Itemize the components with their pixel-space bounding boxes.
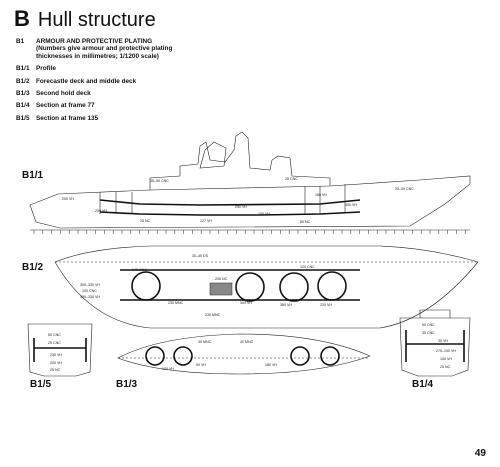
citadel-line <box>120 269 360 301</box>
legend-item: B1/5 Section at frame 135 <box>16 115 226 122</box>
section-header: B Hull structure <box>14 6 156 32</box>
section135-label: 230 VH <box>50 353 62 357</box>
section-77-view: 50 CNC 35 CNC 35 VH 270–100 VH 100 VH 25… <box>399 309 471 377</box>
hold-ring-c <box>290 346 310 366</box>
section135-label: 25 CNC <box>48 341 61 345</box>
view-label-b1-1: B1/1 <box>22 170 44 181</box>
section77-label: 50 CNC <box>422 323 435 327</box>
profile-label: 200 VH <box>62 197 74 201</box>
funnel <box>199 141 227 169</box>
section77-label: 270–100 VH <box>436 349 456 353</box>
hold-label: 35 MNC <box>198 340 212 344</box>
profile-label: 25 CNC <box>285 177 298 181</box>
legend-text: Profile <box>36 65 56 73</box>
deck-label: 120 CNC <box>300 265 315 269</box>
profile-label: 250 VH <box>235 205 247 209</box>
section77-label: 100 VH <box>440 357 452 361</box>
turret-ring-b <box>235 272 265 302</box>
legend-code: B1/3 <box>16 90 30 98</box>
legend-text: ARMOUR AND PROTECTIVE PLATING (Numbers g… <box>36 38 173 60</box>
hold-deck-view: 35 MNC 40 MNC 100 VH 90 VH 180 VH <box>117 333 371 375</box>
profile-label: 25–50 CNC <box>395 187 414 191</box>
legend-text: Section at frame 135 <box>36 114 99 122</box>
profile-label: 100 VH <box>258 212 270 216</box>
deck-label: 100 CNC <box>82 289 97 293</box>
deck-label: 380 VH <box>280 303 292 307</box>
section-135-view: 50 CNC 25 CNC 230 VH 200 VH 25 NC <box>27 323 93 377</box>
legend-text: Second hold deck <box>36 90 91 98</box>
deck-plan-view: 30–40 DS 140 CNC 120 CNC 230 MNC 200 NC … <box>54 245 479 329</box>
profile-label: 25 NC <box>140 219 151 223</box>
profile-label: 200 VH <box>95 209 107 213</box>
legend-text: Section at frame 77 <box>36 102 95 110</box>
legend-code: B1/5 <box>16 114 30 122</box>
legend-code: B1/2 <box>16 77 30 85</box>
section135-label: 200 VH <box>50 361 62 365</box>
profile-label: 180 VH <box>315 193 327 197</box>
legend-code: B1/4 <box>16 102 30 110</box>
view-label-b1-3: B1/3 <box>116 379 138 390</box>
section135-outline <box>27 323 93 377</box>
section77-outline <box>399 317 471 377</box>
section77-armour <box>405 330 465 362</box>
legend-code: B1/1 <box>16 65 30 73</box>
deck-label: 230 MNC <box>168 301 184 305</box>
deck-outline <box>54 245 479 329</box>
deck-label: 140 CNC <box>132 268 147 272</box>
section135-label: 50 CNC <box>48 333 61 337</box>
superstructure <box>149 131 331 190</box>
armour-belt <box>99 199 361 216</box>
section77-label: 35 VH <box>438 339 448 343</box>
profile-label: 300 VH <box>345 203 357 207</box>
legend-item: B1/4 Section at frame 77 <box>16 102 226 109</box>
turret-ring-c <box>279 272 309 302</box>
hold-ring-a <box>145 346 165 366</box>
turret-ring-d <box>317 271 347 301</box>
section77-label: 35 CNC <box>422 331 435 335</box>
turret-barbette <box>99 184 346 214</box>
hold-ring-b <box>173 346 193 366</box>
section77-label: 25 NC <box>440 365 451 369</box>
section77-superstructure <box>419 309 451 318</box>
profile-hull <box>29 175 471 229</box>
view-label-b1-4: B1/4 <box>412 379 434 390</box>
legend-item: B1 ARMOUR AND PROTECTIVE PLATING (Number… <box>16 38 226 60</box>
section135-armour <box>33 338 87 362</box>
profile-label: 80 NC <box>300 220 311 224</box>
legend: B1 ARMOUR AND PROTECTIVE PLATING (Number… <box>16 38 226 127</box>
hold-outline <box>117 333 371 375</box>
deck-label: 300–330 VH <box>80 283 100 287</box>
deck-label: 230 MNC <box>205 313 221 317</box>
legend-code: B1 <box>16 38 25 45</box>
legend-item: B1/1 Profile <box>16 65 226 72</box>
turret-ring-a <box>131 271 161 301</box>
profile-view: 35–50 CNC 25 CNC 200 VH 200 VH 250 VH 10… <box>29 131 471 234</box>
view-label-b1-5: B1/5 <box>30 379 52 390</box>
legend-text: Forecastle deck and middle deck <box>36 77 137 85</box>
deck-label: 350–330 VH <box>80 295 100 299</box>
deck-label: 230 VH <box>320 303 332 307</box>
profile-label: 35–50 CNC <box>150 179 169 183</box>
hold-label: 40 MNC <box>240 340 254 344</box>
hold-label: 90 VH <box>196 363 206 367</box>
legend-item: B1/2 Forecastle deck and middle deck <box>16 78 226 85</box>
page-number: 49 <box>474 448 486 459</box>
frame-ticks <box>33 230 466 234</box>
hold-label: 180 VH <box>265 363 277 367</box>
hold-label: 100 VH <box>162 367 174 371</box>
deck-label: 200 NC <box>215 277 228 281</box>
hold-ring-d <box>320 346 340 366</box>
legend-item: B1/3 Second hold deck <box>16 90 226 97</box>
deck-label: 30–40 DS <box>192 254 209 258</box>
section135-label: 25 NC <box>50 368 61 372</box>
section-title: Hull structure <box>37 9 156 31</box>
view-label-b1-2: B1/2 <box>22 262 44 273</box>
armour-hatch <box>209 282 233 296</box>
deck-label: 300 VH <box>240 301 252 305</box>
profile-label: 127 VH <box>200 219 212 223</box>
section-letter: B <box>14 6 30 31</box>
